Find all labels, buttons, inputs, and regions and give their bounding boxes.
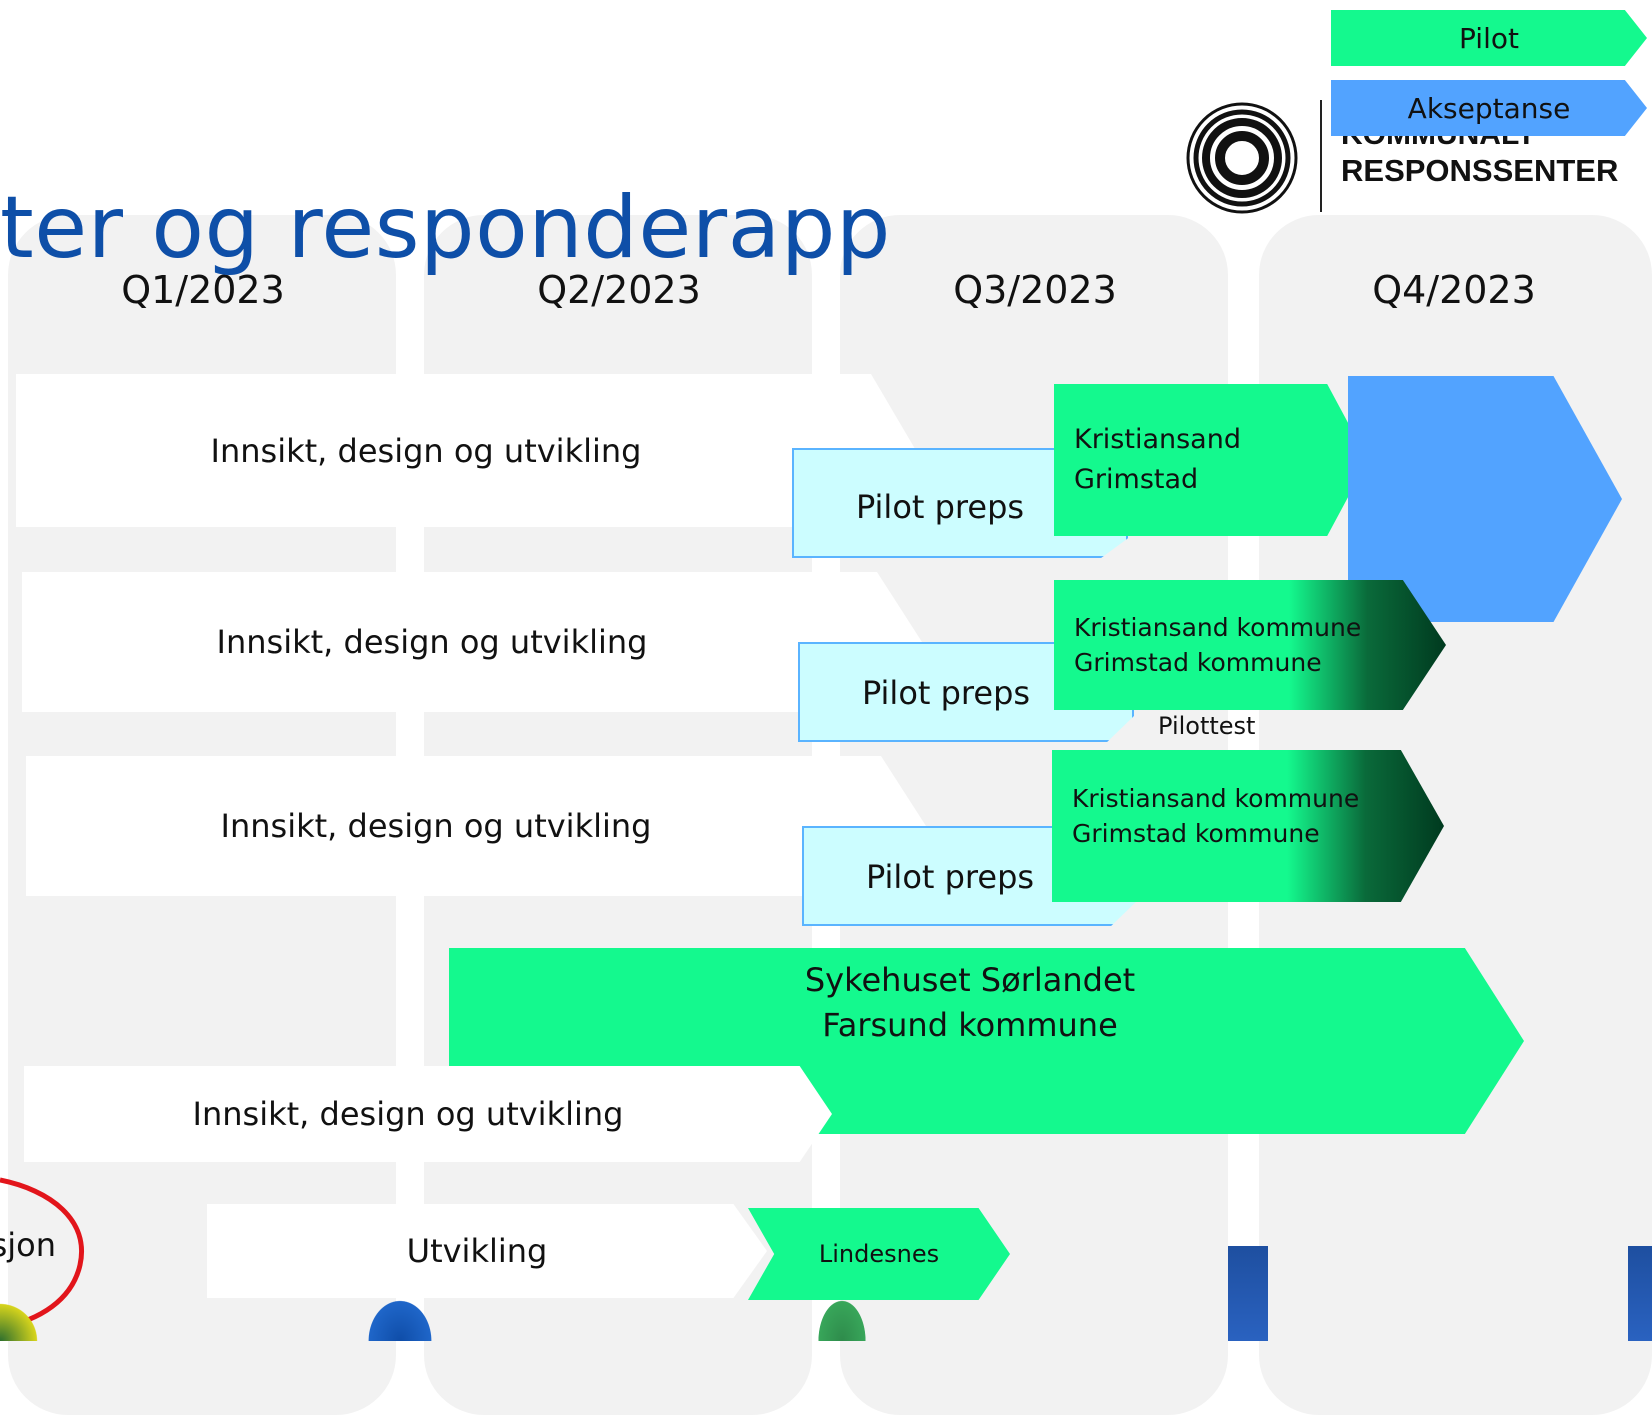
quarter-label-q2: Q2/2023 — [537, 268, 701, 312]
quarter-label-q3: Q3/2023 — [953, 268, 1117, 312]
row4-pilot-line1: Sykehuset Sørlandet — [804, 961, 1136, 999]
bottom-logo-fragment-5 — [1628, 1246, 1652, 1341]
row2-dev-arrow: Innsikt, design og utvikling — [22, 572, 922, 712]
row5-dev-label: Utvikling — [406, 1232, 548, 1270]
row2-pilot-line1: Kristiansand kommune — [1074, 613, 1362, 642]
row2-prep-label: Pilot preps — [861, 674, 1031, 712]
page-title: ter og responderapp — [0, 178, 891, 278]
row1-pilot-line2: Grimstad — [1074, 464, 1199, 495]
logo-divider — [1320, 100, 1322, 212]
row3-dev-arrow: Innsikt, design og utvikling — [26, 756, 926, 896]
row3-pilot-line1: Kristiansand kommune — [1072, 784, 1360, 813]
row4-pilot-line2: Farsund kommune — [822, 1006, 1118, 1044]
legend-akseptanse-label: Akseptanse — [1407, 91, 1571, 125]
bottom-logo-fragment-4 — [1228, 1246, 1268, 1341]
bottom-logo-fragment-1 — [0, 1270, 40, 1341]
row3-prep-label: Pilot preps — [865, 858, 1035, 896]
row3-dev-label: Innsikt, design og utvikling — [220, 807, 652, 845]
row5-pilot-arrow: Lindesnes — [748, 1208, 1010, 1300]
row3-pilot-line2: Grimstad kommune — [1072, 819, 1320, 848]
row1-pilot-line1: Kristiansand — [1074, 424, 1241, 455]
row4-pilot-text: Sykehuset Sørlandet Farsund kommune — [770, 958, 1170, 1048]
quarter-label-q1: Q1/2023 — [121, 268, 285, 312]
bottom-logo-fragment-2 — [360, 1290, 440, 1341]
row4-dev-label: Innsikt, design og utvikling — [192, 1095, 624, 1133]
logo-text-line2: RESPONSSENTER — [1341, 153, 1619, 188]
row1-dev-arrow: Innsikt, design og utvikling — [16, 374, 916, 527]
row2-pilottest-note: Pilottest — [1158, 712, 1256, 740]
bottom-logo-fragment-3 — [812, 1290, 872, 1341]
row3-pilot-arrow: Kristiansand kommune Grimstad kommune — [1052, 750, 1444, 902]
legend-akseptanse: Akseptanse — [1331, 80, 1647, 136]
row1-prep-label: Pilot preps — [855, 488, 1025, 526]
row1-dev-label: Innsikt, design og utvikling — [210, 431, 642, 470]
row2-pilot-line2: Grimstad kommune — [1074, 648, 1322, 677]
row2-dev-label: Innsikt, design og utvikling — [216, 623, 648, 661]
legend-pilot-label: Pilot — [1459, 21, 1519, 55]
row2-pilot-arrow: Kristiansand kommune Grimstad kommune — [1054, 580, 1446, 710]
quarter-label-q4: Q4/2023 — [1372, 268, 1536, 312]
legend-pilot: Pilot — [1331, 10, 1647, 66]
logo-circles-icon — [1186, 102, 1298, 214]
row1-pilot-arrow: Kristiansand Grimstad — [1054, 384, 1368, 536]
row4-dev-arrow: Innsikt, design og utvikling — [24, 1066, 832, 1162]
row5-dev-arrow: Utvikling — [207, 1204, 767, 1298]
row5-pilot-label: Lindesnes — [818, 1240, 940, 1268]
